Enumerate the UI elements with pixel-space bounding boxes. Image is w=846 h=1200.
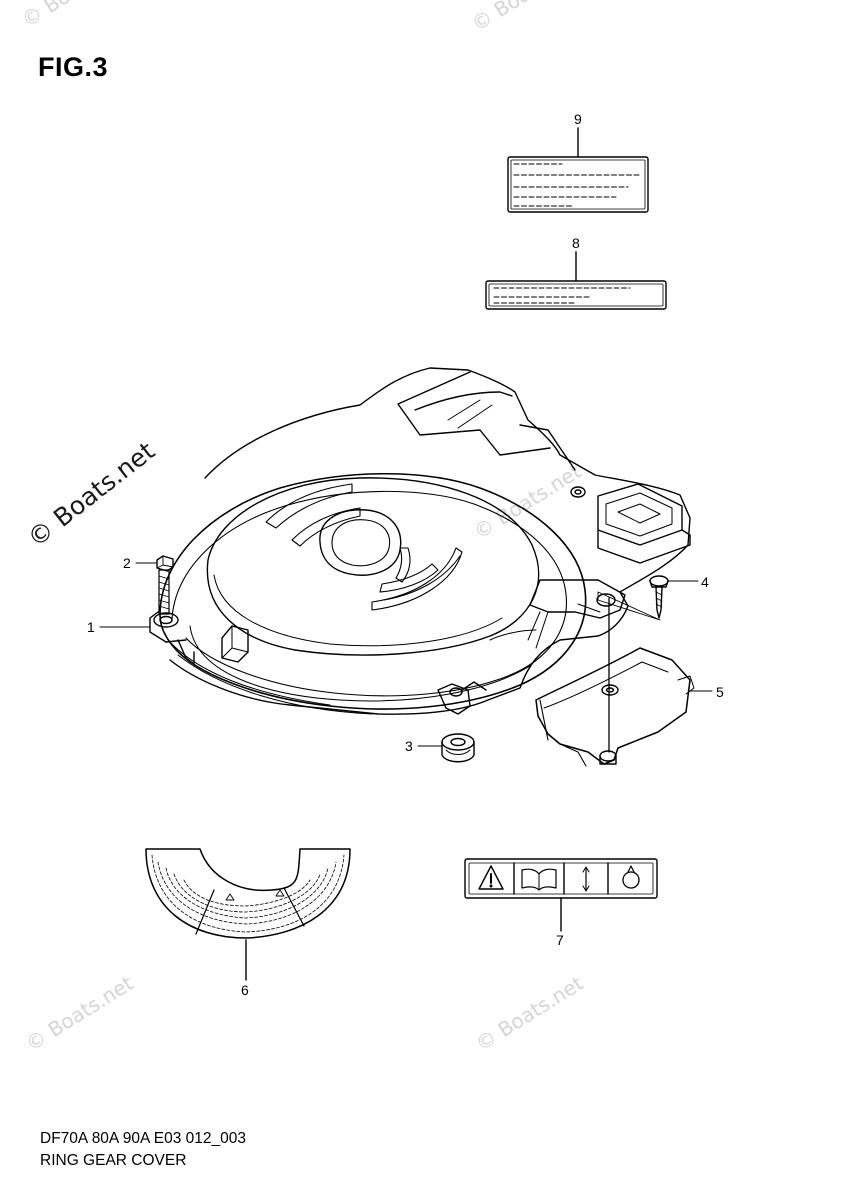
manual-book-icon xyxy=(521,868,557,891)
lanyard-key-icon xyxy=(622,865,640,889)
callout-6: 6 xyxy=(241,982,249,998)
diagram-name: RING GEAR COVER xyxy=(40,1152,187,1169)
warning-triangle-icon xyxy=(478,865,504,890)
part-4-screw xyxy=(597,575,669,621)
callout-8: 8 xyxy=(572,235,580,251)
figure-title: FIG.3 xyxy=(38,52,109,82)
callout-2: 2 xyxy=(123,555,131,571)
part-7-caution-label xyxy=(464,858,658,932)
callout-7: 7 xyxy=(556,932,564,948)
up-down-arrow-icon xyxy=(582,866,590,892)
part-9-label-sticker xyxy=(507,127,649,213)
part-3-grommet xyxy=(441,733,475,763)
part-8-label-sticker xyxy=(485,251,667,310)
diagram-code: DF70A 80A 90A E03 012_003 xyxy=(40,1130,246,1147)
leader-lines xyxy=(99,562,713,747)
callout-1: 1 xyxy=(87,619,95,635)
part-2-bolt xyxy=(156,555,174,615)
part-6-half-round-pad xyxy=(145,848,351,981)
callout-9: 9 xyxy=(574,111,582,127)
callout-4: 4 xyxy=(701,574,709,590)
callout-5: 5 xyxy=(716,684,724,700)
callout-3: 3 xyxy=(405,738,413,754)
part-5-cover-plate xyxy=(535,597,695,767)
part-1-ring-gear-cover xyxy=(149,367,691,715)
